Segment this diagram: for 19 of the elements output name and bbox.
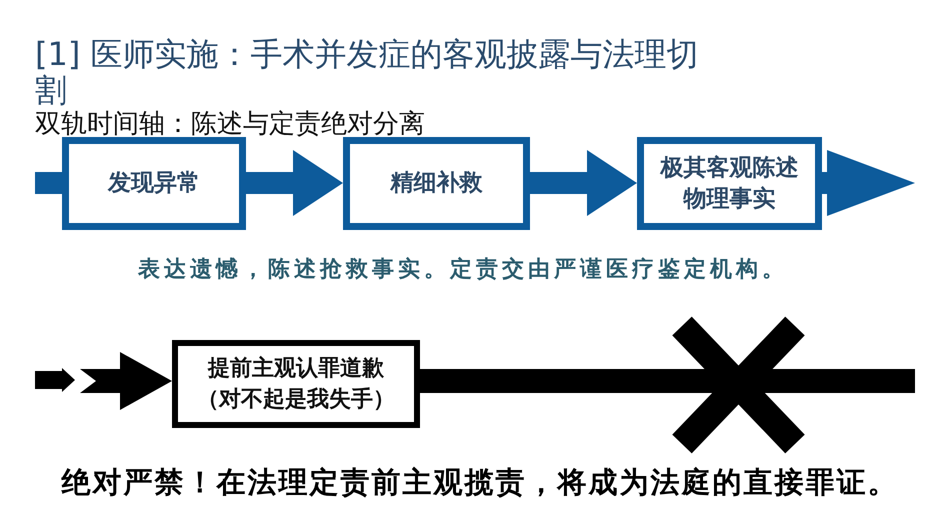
block-arrow	[822, 150, 915, 216]
step-label: 发现异常	[108, 169, 200, 198]
step-label: 精细补救	[390, 169, 482, 198]
step-label: （对不起是我失手）	[197, 386, 395, 414]
connector-bar	[420, 369, 915, 393]
subtitle: 双轨时间轴：陈述与定责绝对分离	[35, 110, 426, 138]
note-text: 表达遗憾，陈述抢救事实。定责交由严谨医疗鉴定机构。	[136, 256, 789, 284]
warning-text: 绝对严禁！在法理定责前主观揽责，将成为法庭的直接罪证。	[60, 464, 900, 501]
connector-bar	[35, 172, 62, 194]
block-arrow	[80, 352, 172, 410]
block-arrow	[246, 150, 343, 216]
step-label: 极其客观陈述物理事实	[659, 154, 800, 214]
process-box	[637, 137, 822, 230]
block-arrow	[530, 150, 637, 216]
process-box	[172, 340, 420, 428]
process-box	[343, 137, 530, 230]
process-box	[62, 137, 246, 230]
title: [1] 医师实施：手术并发症的客观披露与法理切割	[35, 36, 700, 108]
step-label: 提前主观认罪道歉	[208, 354, 384, 383]
